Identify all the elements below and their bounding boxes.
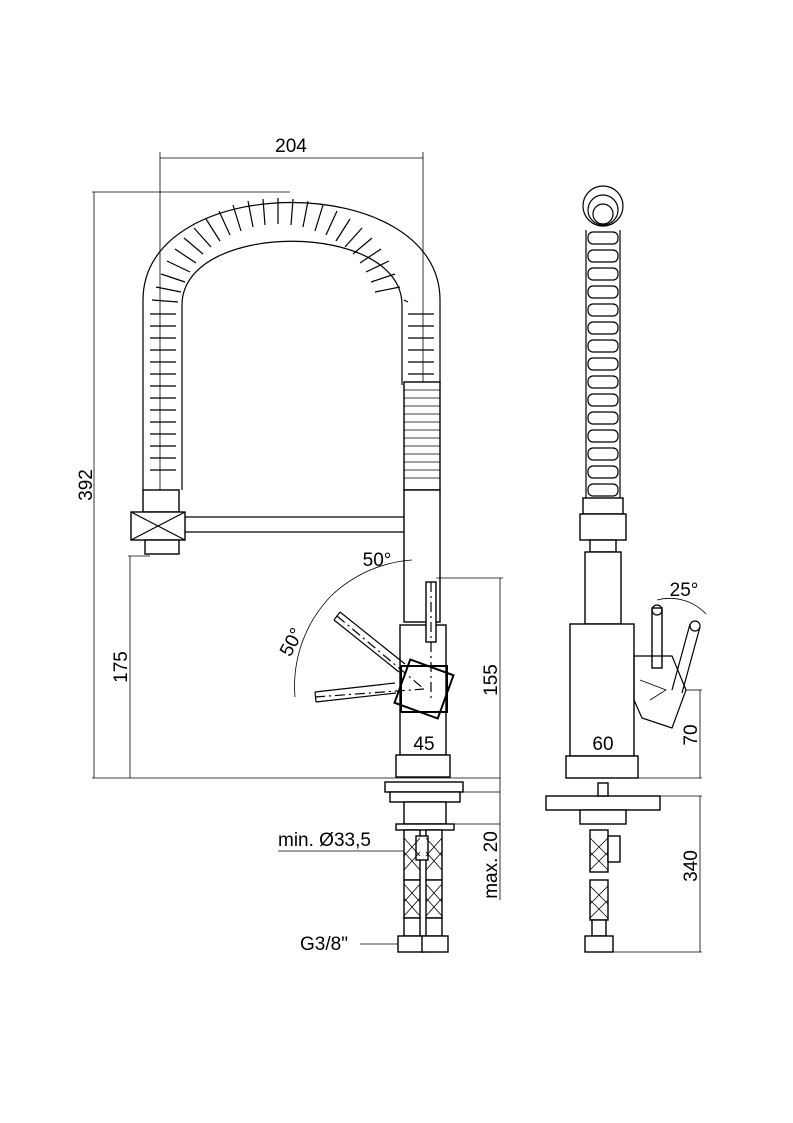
dim-body-width-label: 45 — [413, 734, 434, 755]
dim-total-height-label: 392 — [76, 469, 97, 501]
dim-total-height: 392 — [76, 191, 290, 778]
dim-lever-height-label: 155 — [481, 664, 502, 696]
supply-hoses: G3/8" — [300, 829, 449, 955]
side-angle-label: 25° — [670, 580, 699, 601]
dim-hose-length-label: 340 — [681, 850, 702, 882]
side-hose — [585, 230, 621, 505]
side-spray-head — [579, 497, 627, 553]
dim-spout-height-label: 175 — [111, 651, 132, 683]
dim-width-label: 204 — [275, 136, 307, 157]
hole-diameter-label: min. Ø33,5 — [278, 830, 371, 851]
faucet-body — [399, 624, 447, 756]
dim-lever-base: 70 — [634, 689, 702, 779]
hose — [142, 198, 441, 490]
side-view: 25° 60 70 340 — [545, 185, 707, 953]
angle-left-label: 50° — [276, 625, 308, 660]
lever-hub — [393, 658, 455, 720]
faucet-base — [395, 754, 451, 778]
side-mounting — [545, 782, 661, 953]
angle-top-label: 50° — [363, 550, 392, 571]
dim-lever-height: 155 — [436, 577, 503, 778]
dim-width: 204 — [159, 136, 424, 520]
ribbed-column — [403, 381, 441, 491]
side-base — [565, 755, 639, 779]
angle-arcs: 50° 50° — [276, 550, 413, 698]
dim-hose-length: 340 — [613, 795, 702, 953]
dim-body-depth-label: 60 — [592, 734, 613, 755]
thread-label: G3/8" — [300, 934, 348, 955]
lever-positions — [314, 581, 437, 703]
spray-head — [130, 489, 404, 555]
mounting-hardware: max. 20 min. Ø33,5 — [278, 778, 502, 900]
dim-lever-base-label: 70 — [681, 724, 702, 745]
dim-spout-height: 175 — [111, 555, 150, 778]
side-column — [584, 551, 622, 625]
side-lever: 25° — [633, 580, 707, 729]
side-hose-top — [582, 185, 624, 227]
deck-thickness-label: max. 20 — [481, 831, 502, 899]
front-view: 204 392 175 — [76, 136, 503, 955]
